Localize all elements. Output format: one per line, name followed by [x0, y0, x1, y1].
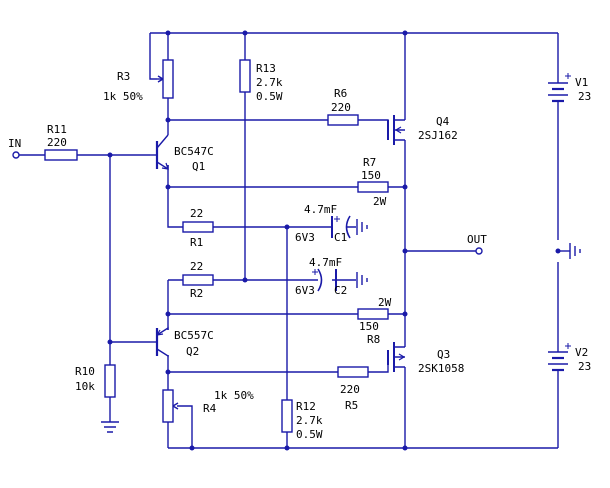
r8-power: 2W [378, 296, 392, 309]
output-terminal [475, 247, 483, 255]
c2-plus-mark [312, 269, 318, 275]
r12-resistor [281, 399, 293, 433]
q3-ref: Q3 [437, 348, 450, 361]
r11-value: 220 [47, 136, 67, 149]
r10-value: 10k [75, 380, 95, 393]
q1-npn-transistor [150, 134, 169, 171]
r13-ref: R13 [256, 62, 276, 75]
r6-ref: R6 [334, 87, 347, 100]
r3-ref: R3 [117, 70, 130, 83]
r4-ref: R4 [203, 402, 217, 415]
q4-ref: Q4 [436, 115, 450, 128]
r1-resistor [182, 221, 214, 233]
r8-resistor [357, 308, 389, 320]
r2-value: 22 [190, 260, 203, 273]
v1-value: 23 [578, 90, 591, 103]
r3-value: 1k 50% [103, 90, 143, 103]
c1-plus-mark [334, 216, 340, 222]
r5-resistor [337, 366, 369, 378]
labels: IN OUT R11 220 R3 1k 50% R13 2.7k 0.5W R… [8, 62, 591, 441]
c2-ground-icon [356, 272, 368, 288]
r3-potentiometer [157, 59, 174, 99]
r12-ref: R12 [296, 400, 316, 413]
r2-resistor [182, 274, 214, 286]
wires [19, 32, 570, 449]
r7-ref: R7 [363, 156, 376, 169]
r7-power: 2W [373, 195, 387, 208]
r10-ground-icon [101, 421, 119, 433]
q1-part: BC547C [174, 145, 214, 158]
c1-capacitor [331, 215, 351, 239]
q3-n-mosfet [387, 337, 406, 376]
r8-value: 150 [359, 320, 379, 333]
r4-value: 1k 50% [214, 389, 254, 402]
r1-value: 22 [190, 207, 203, 220]
junction-dots [107, 30, 561, 451]
c2-capacitor [317, 268, 337, 292]
c2-ref: C2 [334, 284, 347, 297]
c1-value: 4.7mF [304, 203, 337, 216]
r11-ref: R11 [47, 123, 67, 136]
q4-p-mosfet [387, 110, 406, 150]
r10-ref: R10 [75, 365, 95, 378]
c1-voltage: 6V3 [295, 231, 315, 244]
input-terminal [12, 151, 20, 159]
c1-ground-icon [356, 219, 368, 235]
v2-battery [548, 343, 571, 373]
r8-ref: R8 [367, 333, 380, 346]
r13-resistor [239, 59, 251, 93]
c1-ref: C1 [334, 231, 347, 244]
r12-power: 0.5W [296, 428, 323, 441]
q1-ref: Q1 [192, 160, 205, 173]
q3-part: 2SK1058 [418, 362, 464, 375]
q2-part: BC557C [174, 329, 214, 342]
r10-resistor [104, 364, 116, 398]
c2-voltage: 6V3 [295, 284, 315, 297]
supply-ground-icon [569, 243, 581, 259]
r4-potentiometer [162, 389, 179, 423]
r2-ref: R2 [190, 287, 203, 300]
q2-ref: Q2 [186, 345, 199, 358]
in-label: IN [8, 137, 21, 150]
r12-value: 2.7k [296, 414, 323, 427]
r5-ref: R5 [345, 399, 358, 412]
r1-ref: R1 [190, 236, 203, 249]
v2-value: 23 [578, 360, 591, 373]
q2-pnp-transistor [150, 326, 169, 358]
r13-value: 2.7k [256, 76, 283, 89]
r6-value: 220 [331, 101, 351, 114]
r7-value: 150 [361, 169, 381, 182]
r7-resistor [357, 181, 389, 193]
r5-value: 220 [340, 383, 360, 396]
c2-value: 4.7mF [309, 256, 342, 269]
v2-ref: V2 [575, 346, 588, 359]
q4-part: 2SJ162 [418, 129, 458, 142]
r11-resistor [44, 149, 78, 161]
r13-power: 0.5W [256, 90, 283, 103]
v1-ref: V1 [575, 76, 588, 89]
out-label: OUT [467, 233, 487, 246]
r6-resistor [327, 114, 359, 126]
v1-battery [548, 73, 571, 103]
